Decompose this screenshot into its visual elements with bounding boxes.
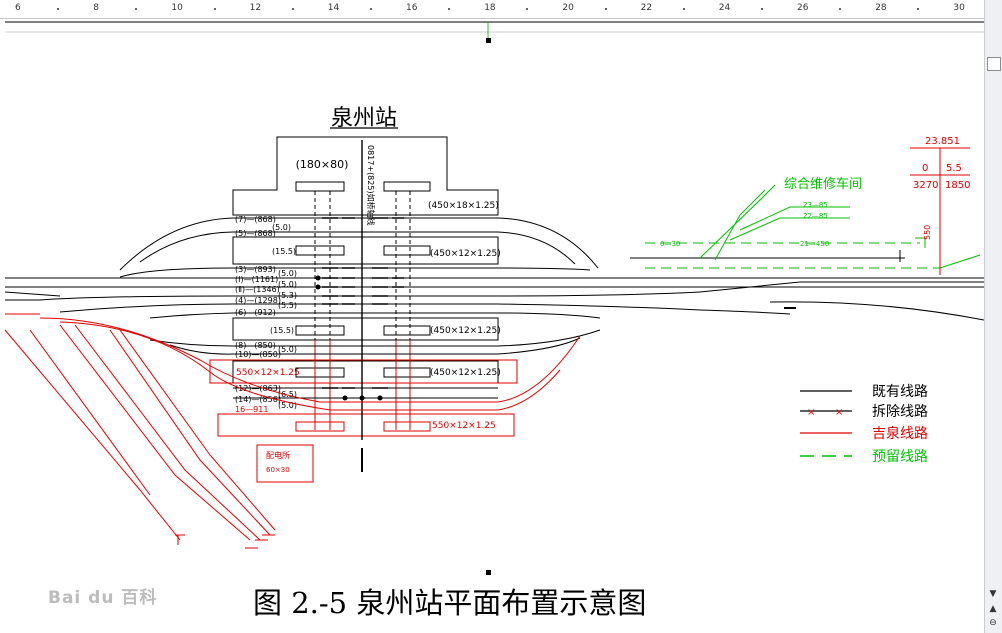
track-label-10: (10)—(850)	[235, 350, 281, 359]
dimension-side: 550	[923, 225, 932, 240]
vertical-scrollbar[interactable]: ▼ ▲ ⊖	[984, 0, 1002, 633]
ruler-mark-28: 28	[875, 3, 887, 13]
anchor-marker-bottom	[486, 570, 491, 575]
legend: × × 既有线路 拆除线路 吉泉线路 预留线路	[800, 384, 928, 465]
ruler-mark-20: 20	[562, 3, 574, 13]
platform-jiquan-2	[217, 413, 515, 437]
ruler-mark-12: 12	[249, 3, 262, 13]
ruler-mark-16: 16	[406, 3, 418, 13]
track-label-I: (Ⅰ)—(1161)	[235, 275, 278, 284]
ruler-dot	[291, 8, 294, 10]
ruler-dot	[839, 8, 842, 10]
figure-caption: 图 2.-5 泉州站平面布置示意图	[253, 586, 647, 620]
platform-1-label: (450×18×1.25)	[428, 201, 499, 211]
dimension-top: 23.851	[925, 136, 960, 147]
demolition-markers	[322, 217, 404, 389]
ruler-dot	[213, 8, 216, 10]
station-layout-diagram: 泉州站 (180×80) 0817+(825)如桥轴线 (450×18×1.25…	[4, 21, 984, 575]
platform-4-label: (450×12×1.25)	[430, 368, 501, 378]
power-room-size: 60×30	[266, 466, 290, 474]
track-width-12: (6.5)	[278, 390, 297, 399]
platform-2-label: (450×12×1.25)	[430, 249, 501, 259]
power-room	[256, 444, 314, 483]
ruler-mark-24: 24	[718, 3, 731, 13]
ruler-dot	[135, 8, 138, 10]
next-page-icon[interactable]: ⊖	[989, 618, 997, 628]
depot-track-0: 0—30	[660, 240, 680, 248]
cross-icon: ×	[835, 407, 843, 418]
track-label-8: (8)—(850)	[235, 341, 276, 350]
track-width-15: (15.5)	[272, 247, 296, 256]
platform-jiquan-1-label: 550×12×1.25	[236, 368, 300, 378]
legend-existing: 既有线路	[872, 384, 928, 400]
track-width-15b: (15.5)	[270, 326, 294, 335]
track-label-5: (5)—(868)	[235, 229, 276, 238]
ruler-mark-8: 8	[93, 3, 99, 13]
building-size-label: (180×80)	[296, 158, 349, 171]
depot-track-21: 21—450	[800, 240, 829, 248]
watermark-logo: Bai du 百科	[48, 588, 158, 608]
scroll-thumb[interactable]	[987, 57, 1001, 71]
ruler-dot	[526, 8, 529, 10]
reserved-lines	[645, 184, 981, 269]
ruler-dot	[604, 8, 607, 10]
axis-vertical-label: 0817+(825)如桥轴线	[366, 145, 376, 226]
track-width-II: (5.3)	[278, 291, 297, 300]
ruler-dot	[682, 8, 685, 10]
ruler-mark-18: 18	[484, 3, 496, 13]
ruler-dot	[57, 8, 60, 10]
ruler-dot	[760, 8, 763, 10]
platform-3	[232, 317, 499, 341]
platform-2	[232, 236, 499, 265]
track-label-16: 16—911	[235, 405, 268, 414]
track-label-14: (14)—(856)	[235, 395, 281, 404]
depot-track-22: 22—85	[803, 212, 828, 220]
track-label-12: (12)—(863)	[235, 384, 281, 393]
power-room-name: 配电所	[266, 450, 290, 460]
dimension-bottom-right: 1850	[945, 180, 970, 191]
depot-label: 综合维修车间	[784, 176, 862, 192]
track-width-7: (5.0)	[272, 223, 291, 232]
legend-demolish: 拆除线路	[872, 404, 928, 420]
ruler-dot	[369, 8, 372, 10]
legend-reserved: 预留线路	[872, 449, 928, 465]
track-label-6: (6)—(912)	[235, 308, 276, 317]
station-building	[232, 136, 499, 216]
track-label-4: (4)—(1298)	[235, 296, 281, 305]
track-width-8: (5.0)	[278, 345, 297, 354]
dimension-left: 0	[922, 163, 928, 174]
station-title: 泉州站	[331, 106, 397, 131]
ruler-mark-10: 10	[171, 3, 183, 13]
track-width-14: (5.0)	[278, 401, 297, 410]
ruler-mark-26: 26	[797, 3, 809, 13]
track-label-II: (Ⅱ)—(1346)	[235, 285, 280, 294]
scroll-down-icon[interactable]: ▼	[989, 589, 997, 599]
ruler-mark-22: 22	[640, 3, 653, 13]
jiquan-lines	[4, 313, 581, 549]
track-label-7: (7)—(868)	[235, 215, 276, 224]
track-width-I: (5.0)	[278, 280, 297, 289]
track-width-4: (5.5)	[278, 301, 297, 310]
anchor-marker	[486, 38, 491, 43]
ruler-dot	[917, 8, 920, 10]
dimension-box	[910, 147, 970, 275]
legend-jiquan: 吉泉线路	[872, 425, 928, 442]
prev-page-icon[interactable]: ▲	[989, 604, 997, 614]
horizontal-ruler[interactable]: 6 8 10 12 14 16 18 20 22 24 26 28 30	[0, 0, 984, 19]
ruler-dot	[448, 8, 451, 10]
ruler-mark-30: 30	[953, 3, 965, 13]
ruler-mark-14: 14	[327, 3, 340, 13]
track-width-3: (5.0)	[278, 269, 297, 278]
platform-3-label: (450×12×1.25)	[430, 326, 501, 336]
platform-jiquan-2-label: 550×12×1.25	[432, 421, 496, 431]
dimension-bottom-left: 3270	[913, 180, 938, 191]
dimension-right: 5.5	[946, 163, 962, 174]
ruler-mark-6: 6	[15, 3, 21, 13]
depot-track-23: 23—85	[803, 201, 828, 209]
cross-icon: ×	[807, 407, 815, 418]
track-label-3: (3)—(893)	[235, 265, 276, 274]
